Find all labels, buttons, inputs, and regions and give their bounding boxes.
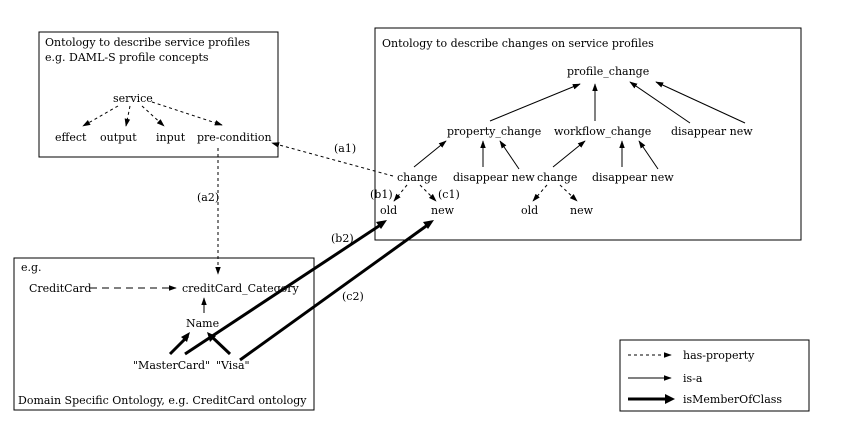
node-workflow-change: workflow_change (554, 125, 651, 138)
node-disappear-new-top: disappear new (671, 125, 753, 138)
node-new-right: new (570, 204, 594, 217)
node-profile-change: profile_change (567, 65, 649, 78)
service-box-title-2: e.g. DAML-S profile concepts (45, 51, 209, 64)
label-b1: (b1) (370, 188, 393, 201)
node-property-change: property_change (447, 125, 541, 138)
edge-change-workflow (552, 140, 586, 168)
edge-disappear-profile-1 (629, 81, 691, 124)
node-credit-card-category: creditCard_Category (182, 282, 300, 295)
domain-caption: Domain Specific Ontology, e.g. CreditCar… (18, 394, 307, 407)
legend-box (619, 339, 810, 412)
node-output: output (100, 131, 137, 144)
arrowhead-b2 (376, 220, 387, 229)
node-old-right: old (521, 204, 538, 217)
edge-service-effect (82, 105, 119, 127)
service-profile-box (38, 31, 279, 158)
label-b2: (b2) (331, 232, 354, 245)
edge-change-new-right (559, 184, 578, 202)
node-mastercard: "MasterCard" (133, 359, 210, 372)
edge-disappear-profile-2 (655, 81, 746, 124)
legend-is-a: is-a (683, 372, 703, 385)
node-change-right: change (537, 171, 577, 184)
label-a1: (a1) (334, 142, 356, 155)
node-disappear-new-right: disappear new (592, 171, 674, 184)
node-new-left: new (431, 204, 455, 217)
node-effect: effect (55, 131, 87, 144)
legend-member-arrowhead (665, 394, 675, 404)
edge-a1-change-precondition (271, 142, 394, 177)
arrowhead-mastercard-name (181, 332, 190, 342)
node-old-left: old (380, 204, 397, 217)
service-box-title-1: Ontology to describe service profiles (45, 36, 250, 49)
edge-change-new-left (419, 184, 437, 202)
node-visa: "Visa" (216, 359, 250, 372)
edge-service-precondition (151, 101, 223, 126)
label-c2: (c2) (342, 290, 364, 303)
arrowhead-c2 (423, 220, 434, 229)
edge-visa-name (209, 334, 232, 356)
domain-ontology-box (13, 257, 315, 411)
edge-b2-mastercard-old (184, 222, 383, 356)
label-c1: (c1) (438, 188, 460, 201)
node-change-left: change (397, 171, 437, 184)
edge-disappear-workflow-2 (638, 140, 659, 170)
edge-property-profile (489, 83, 581, 122)
legend-is-member-of-class: isMemberOfClass (683, 393, 782, 406)
edge-c2-visa-new (239, 222, 430, 362)
changes-box-title: Ontology to describe changes on service … (382, 37, 654, 50)
edge-change-old-left (393, 184, 408, 202)
node-input: input (156, 131, 186, 144)
label-a2: (a2) (197, 191, 219, 204)
edge-service-output (124, 105, 131, 127)
edge-change-property (413, 140, 447, 168)
legend-has-property: has-property (683, 349, 755, 362)
changes-box (374, 27, 802, 241)
edge-service-input (141, 105, 165, 127)
domain-eg: e.g. (21, 261, 42, 274)
node-disappear-new-left: disappear new (453, 171, 535, 184)
edge-change-old-right (532, 184, 548, 202)
node-credit-card: CreditCard (29, 282, 91, 295)
edge-disappear-property-2 (499, 140, 520, 170)
node-precondition: pre-condition (197, 131, 272, 144)
node-name: Name (186, 317, 219, 330)
node-service: service (113, 92, 153, 105)
